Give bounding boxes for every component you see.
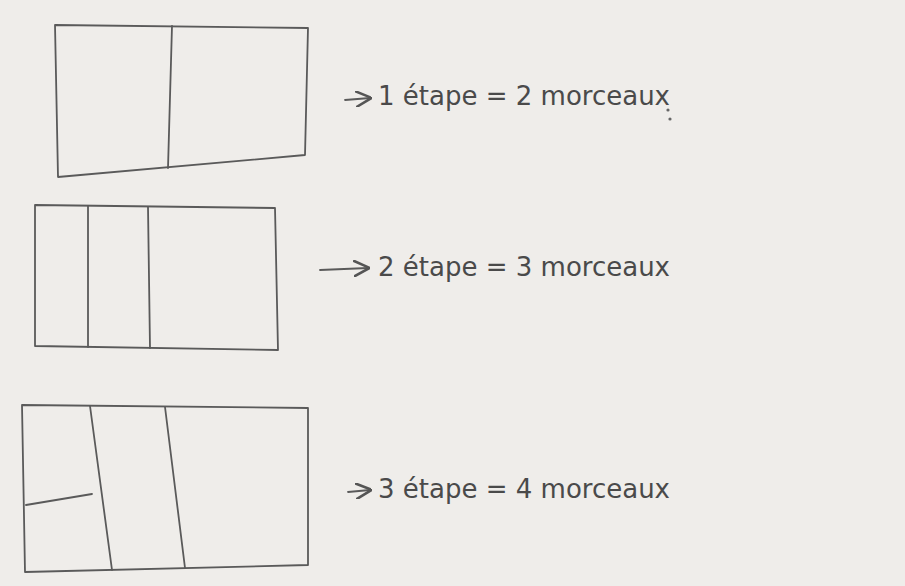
sheet-rectangle	[22, 405, 308, 572]
pencil-dot	[668, 117, 671, 120]
pointer-arrow	[345, 98, 370, 100]
pointer-arrow	[348, 490, 370, 492]
sheet-rectangle	[55, 25, 308, 177]
cut-line	[90, 406, 112, 570]
cut-line	[87, 206, 89, 347]
step-note: 3 étape = 4 morceaux	[378, 475, 670, 504]
cut-line	[168, 26, 172, 168]
step-note: 1 étape = 2 morceaux	[378, 82, 670, 111]
cut-line	[148, 207, 150, 348]
cut-line	[26, 494, 92, 505]
cut-line	[165, 407, 185, 568]
step-note: 2 étape = 3 morceaux	[378, 253, 670, 282]
pointer-arrow	[320, 268, 368, 270]
sheet-rectangle	[35, 205, 278, 350]
